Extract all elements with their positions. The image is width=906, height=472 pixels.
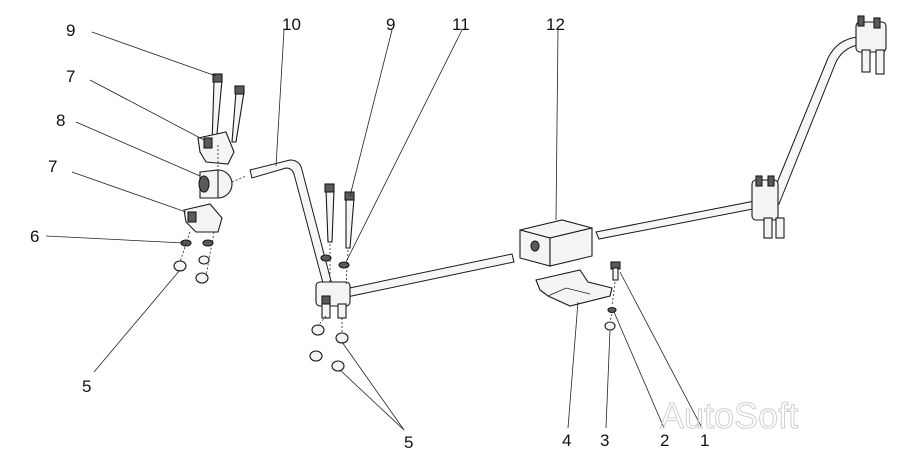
part-7-clamp-lower: [183, 203, 223, 233]
callout-10: 10: [282, 15, 301, 34]
callout-2: 2: [660, 431, 669, 450]
callout-4: 4: [562, 431, 571, 450]
callout-1: 1: [700, 431, 709, 450]
callout-12: 12: [546, 15, 565, 34]
callout-7-upper: 7: [66, 67, 75, 86]
callout-5-left: 5: [82, 377, 91, 396]
part-1-bolt: [610, 261, 621, 281]
assembly-guide-lines: [179, 145, 616, 334]
right-clamp-assembly-upper: [855, 15, 887, 75]
callout-8: 8: [56, 111, 65, 130]
watermark-text: AutoSoft: [660, 395, 798, 436]
part-5-nuts-left: [173, 255, 210, 284]
part-2-washer: [607, 306, 617, 314]
part-3-nut: [604, 321, 616, 331]
callout-11: 11: [452, 15, 470, 34]
left-bar-clamp: [315, 281, 351, 319]
part-8-bushing: [198, 169, 233, 199]
part-7-clamp-upper: [197, 131, 235, 165]
callout-7-lower: 7: [48, 157, 57, 176]
callout-9-middle: 9: [386, 15, 395, 34]
part-9-bolts-middle: [324, 183, 355, 249]
callout-9-left: 9: [66, 21, 75, 40]
part-12-cushion: [519, 219, 593, 267]
callout-3: 3: [600, 431, 609, 450]
callout-labels: 1 2 3 4 5 5 6 7 7 8 9 9 10 11 12: [30, 15, 709, 452]
leader-lines: [45, 29, 703, 431]
right-clamp-assembly-lower: [751, 175, 785, 239]
callout-5-middle: 5: [404, 433, 413, 452]
part-11-washers-middle: [320, 254, 350, 269]
callout-6: 6: [30, 227, 39, 246]
stabilizer-bar-left: [249, 159, 515, 303]
stabilizer-bar-right: [595, 35, 865, 240]
part-5-nuts-middle: [309, 324, 349, 372]
part-9-bolts-left: [211, 73, 245, 146]
part-4-bracket: [535, 269, 613, 307]
